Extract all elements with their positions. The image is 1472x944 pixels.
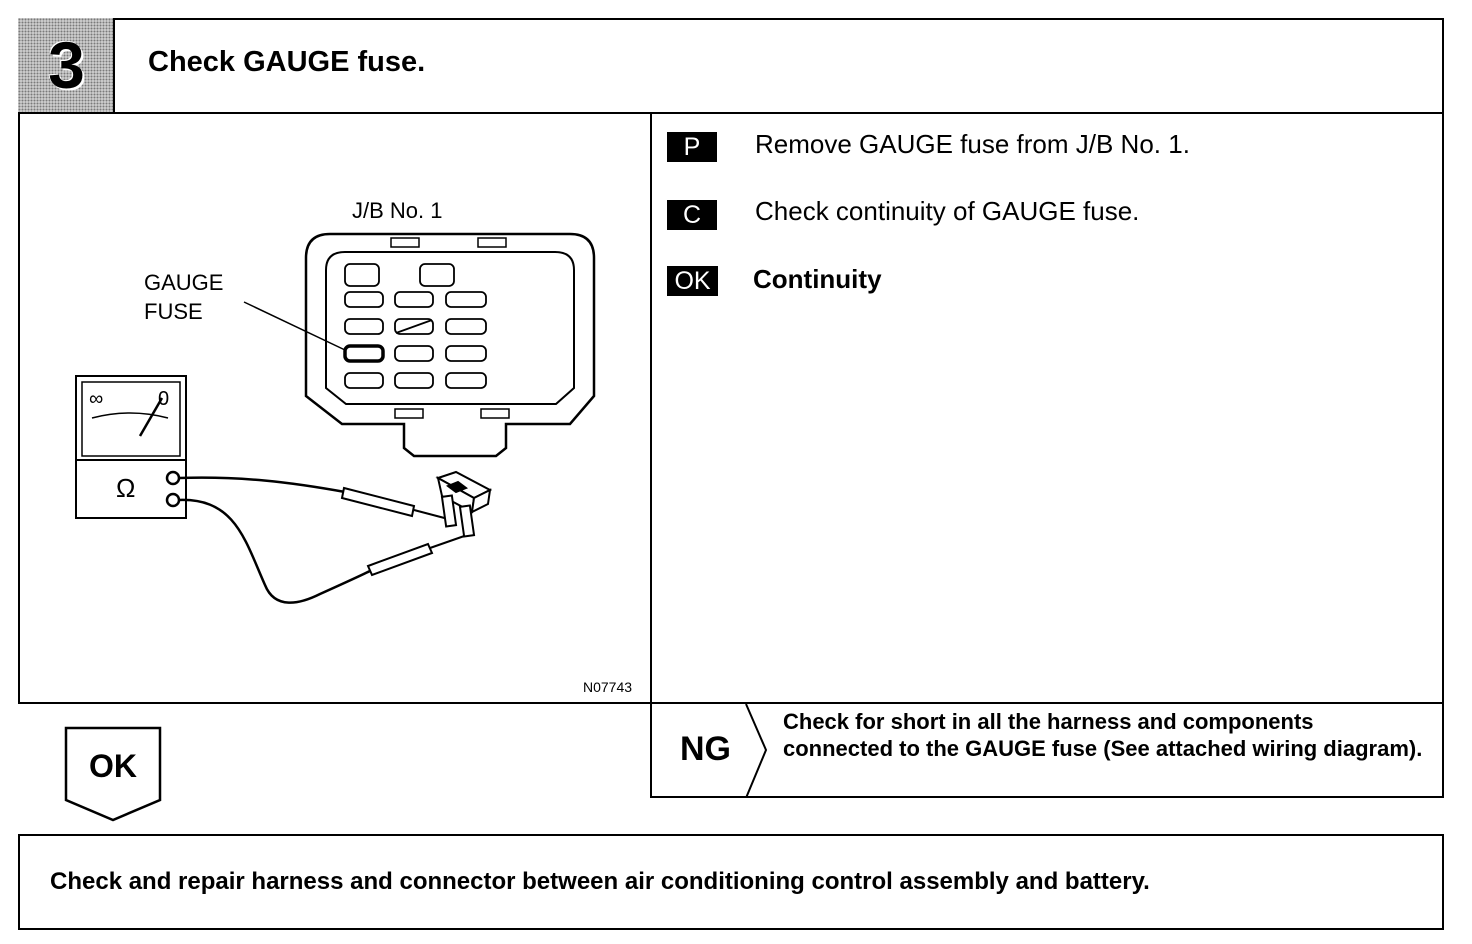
ng-instruction-text: Check for short in all the harness and c…	[783, 709, 1423, 761]
gauge-fuse	[435, 470, 493, 538]
procedure-badge-p: P	[667, 132, 717, 162]
meter-scale-infinity: ∞	[89, 388, 103, 410]
final-action-box	[18, 834, 1444, 930]
step-number: 3	[48, 28, 85, 102]
gauge-fuse-label-line1: GAUGE	[144, 270, 223, 295]
fuse-continuity-illustration: J/B No. 1 GAUGE FUSE ∞ 0 Ω	[75, 198, 632, 695]
ng-chevron	[745, 704, 768, 798]
ok-down-arrow	[64, 726, 162, 822]
ng-result-box	[650, 704, 1444, 798]
procedure-text-p: Remove GAUGE fuse from J/B No. 1.	[755, 129, 1190, 159]
main-content-box	[18, 112, 1444, 704]
meter-terminal-lower	[165, 492, 181, 508]
ok-criteria-text: Continuity	[753, 264, 882, 294]
ng-label: NG	[680, 730, 731, 768]
fuse-slots	[343, 263, 487, 389]
test-lead-upper	[178, 476, 346, 494]
jb-label: J/B No. 1	[352, 198, 442, 223]
final-action-text: Check and repair harness and connector b…	[50, 868, 1150, 895]
figure-code: N07743	[583, 679, 632, 695]
gauge-fuse-leader-line	[243, 301, 346, 351]
step-number-box	[18, 18, 115, 112]
column-divider	[650, 112, 652, 798]
step-title: Check GAUGE fuse.	[148, 46, 426, 78]
gauge-fuse-label-line2: FUSE	[144, 299, 203, 324]
check-text-c: Check continuity of GAUGE fuse.	[755, 196, 1140, 226]
meter-scale-zero: 0	[158, 388, 169, 410]
junction-block	[304, 232, 596, 458]
test-lead-lower	[178, 498, 373, 604]
meter-terminal-upper	[165, 470, 181, 486]
check-badge-c: C	[667, 200, 717, 230]
probe-upper	[340, 486, 453, 521]
ohmmeter	[75, 375, 187, 519]
ok-branch-label: OK	[89, 748, 137, 784]
probe-lower	[366, 533, 471, 577]
ok-criteria-badge: OK	[667, 266, 718, 296]
meter-ohm-symbol: Ω	[116, 473, 135, 503]
